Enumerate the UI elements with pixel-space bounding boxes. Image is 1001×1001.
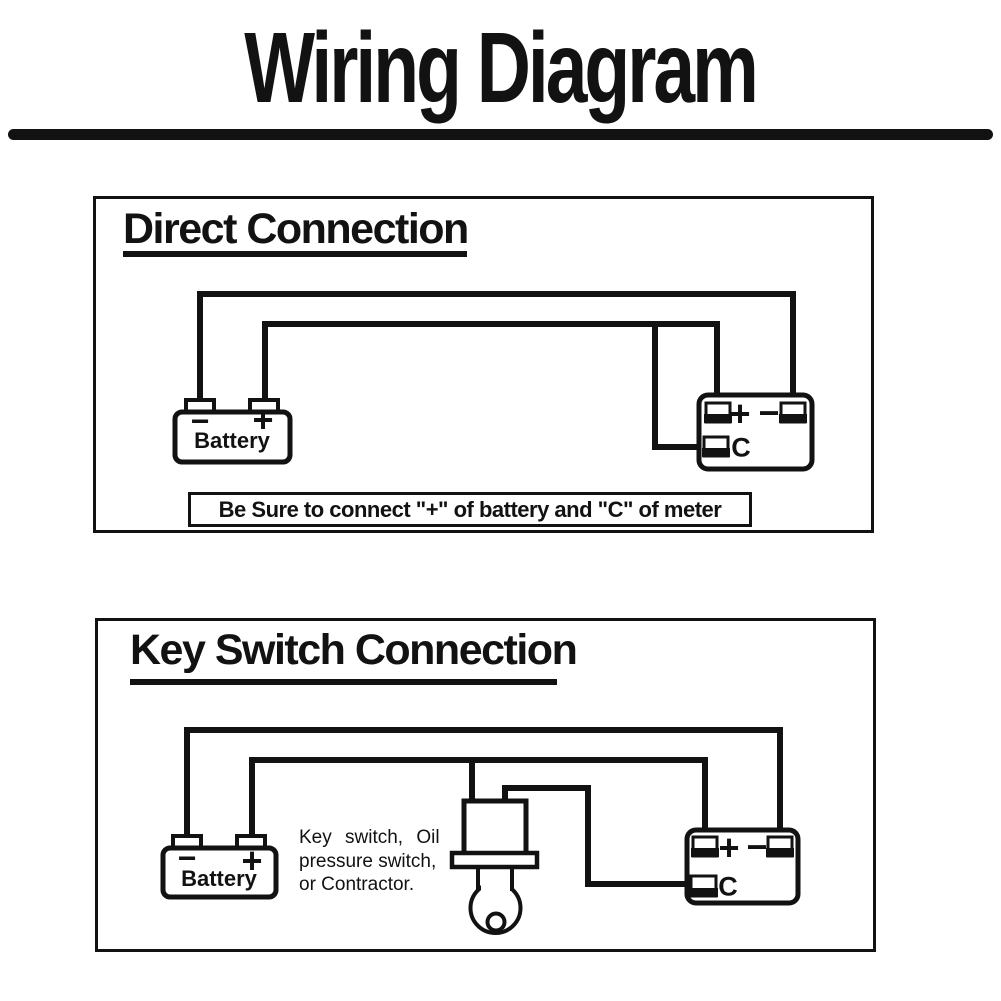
connection-note-box: Be Sure to connect "+" of battery and "C…	[188, 492, 752, 527]
meter1-plus-terminal-bar	[704, 414, 732, 423]
key-switch-connection-panel	[95, 618, 876, 952]
key-switch-description-line1: Key switch, Oil	[299, 827, 440, 848]
page-title-text: Wiring Diagram	[244, 12, 760, 124]
battery2-label: Battery	[181, 866, 257, 891]
battery1-label: Battery	[194, 428, 270, 453]
key-hole-circle	[485, 911, 507, 933]
meter2-minus-label: −	[746, 826, 768, 867]
title-divider-rule	[8, 129, 993, 140]
battery1-body	[172, 409, 293, 465]
page-title: Wiring Diagram	[0, 16, 1001, 121]
meter2-c-label: C	[718, 871, 738, 902]
wire-battery-plus-to-meter-plus	[262, 321, 720, 406]
meter1-minus-label: −	[758, 392, 780, 433]
key-switch-connection-title-underline	[130, 679, 557, 685]
key-switch-flange	[449, 850, 540, 870]
key-neck-gap	[481, 876, 510, 891]
key-switch-description-line3: or Contractor.	[299, 874, 415, 895]
key-switch-description: Key switch, Oil pressure switch, or Cont…	[299, 826, 459, 897]
battery1-minus-label: −	[190, 403, 210, 439]
battery2-plus-label: +	[241, 840, 263, 881]
battery1-plus-label: +	[252, 399, 274, 440]
meter1-plus-label: +	[729, 393, 751, 434]
wire2-battery-plus-to-meter-plus	[249, 757, 708, 840]
wire2-battery-minus-to-meter-minus	[184, 727, 783, 840]
meter2-minus-terminal-bar	[766, 848, 794, 857]
meter2-c-terminal-bar	[689, 888, 718, 897]
wire2-switch-to-meter-c	[502, 785, 695, 887]
connection-note-text: Be Sure to connect "+" of battery and "C…	[218, 496, 722, 522]
meter1-c-label: C	[731, 432, 751, 463]
battery2-minus-label: −	[177, 840, 197, 876]
meter1-c-terminal-bar	[702, 448, 730, 457]
direct-connection-title-underline	[123, 251, 467, 257]
meter2-plus-label: +	[718, 827, 740, 868]
key-switch-description-line2: pressure switch,	[299, 850, 437, 872]
wire-branch-to-meter-c	[652, 321, 708, 450]
direct-connection-panel	[93, 196, 874, 533]
meter1-minus-terminal-bar	[779, 414, 807, 423]
direct-connection-title: Direct Connection	[123, 205, 469, 253]
key-switch-connection-title: Key Switch Connection	[130, 626, 578, 674]
meter2-plus-terminal-bar	[691, 848, 719, 857]
key-switch-body	[461, 798, 529, 859]
battery2-body	[160, 845, 279, 900]
wire-battery-minus-to-meter-minus	[197, 291, 796, 406]
